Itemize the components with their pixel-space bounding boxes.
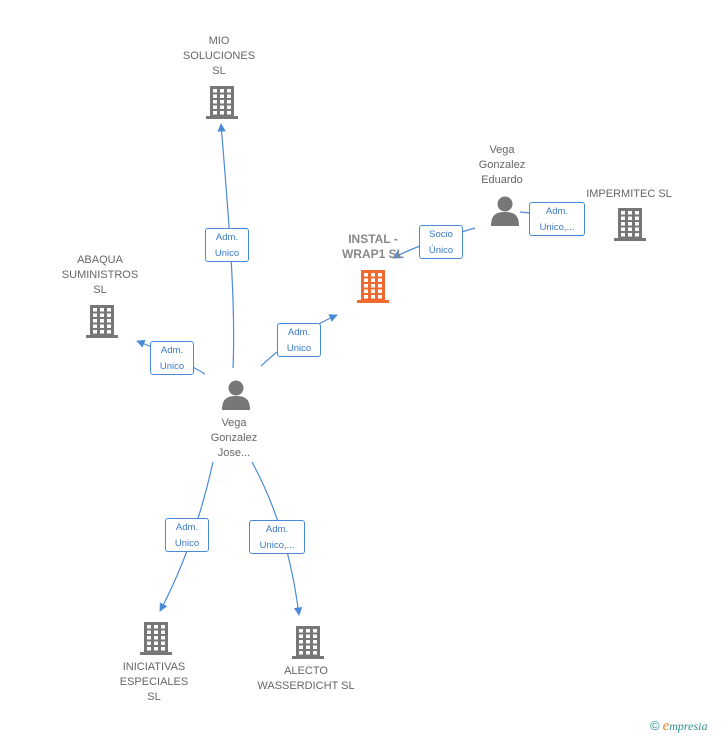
brand-logo-initial: e (662, 718, 670, 734)
node-label-iniciativas[interactable]: INICIATIVAS ESPECIALES SL (119, 661, 189, 703)
building-icon-abaqua[interactable] (86, 305, 118, 338)
node-label-abaqua[interactable]: ABAQUA SUMINISTROS SL (61, 254, 139, 296)
edge-label-eduardo-instal[interactable]: Socio Único (419, 225, 463, 259)
building-icon-iniciativas[interactable] (140, 622, 172, 655)
node-label-mio[interactable]: MIO SOLUCIONES SL (182, 35, 256, 77)
node-label-impermitec[interactable]: IMPERMITEC SL (586, 188, 672, 200)
node-label-alecto[interactable]: ALECTO WASSERDICHT SL (257, 665, 355, 692)
node-label-eduardo[interactable]: Vega Gonzalez Eduardo (478, 144, 526, 186)
edge-label-jose-instal[interactable]: Adm. Unico (277, 323, 321, 357)
copyright-icon: © (650, 718, 660, 733)
building-icon-alecto[interactable] (292, 626, 324, 659)
building-icon-impermitec[interactable] (614, 208, 646, 241)
person-icon-jose[interactable] (222, 380, 250, 411)
person-icon-eduardo[interactable] (491, 196, 519, 227)
edge-label-jose-alecto[interactable]: Adm. Unico,... (249, 520, 305, 554)
node-label-jose[interactable]: Vega Gonzalez Jose... (210, 417, 258, 459)
footer-brand: © empresia (650, 718, 708, 740)
building-icon-mio[interactable] (206, 86, 238, 119)
edge-label-jose-abaqua[interactable]: Adm. Unico (150, 341, 194, 375)
edge-label-eduardo-impermitec[interactable]: Adm. Unico,... (529, 202, 585, 236)
edge-label-jose-mio[interactable]: Adm. Unico (205, 228, 249, 262)
building-icon-instal[interactable] (357, 270, 389, 303)
edge-label-jose-iniciativas[interactable]: Adm. Unico (165, 518, 209, 552)
node-label-instal[interactable]: INSTAL - WRAP1 SL (341, 232, 404, 261)
brand-logo-text: mpresia (669, 719, 708, 733)
